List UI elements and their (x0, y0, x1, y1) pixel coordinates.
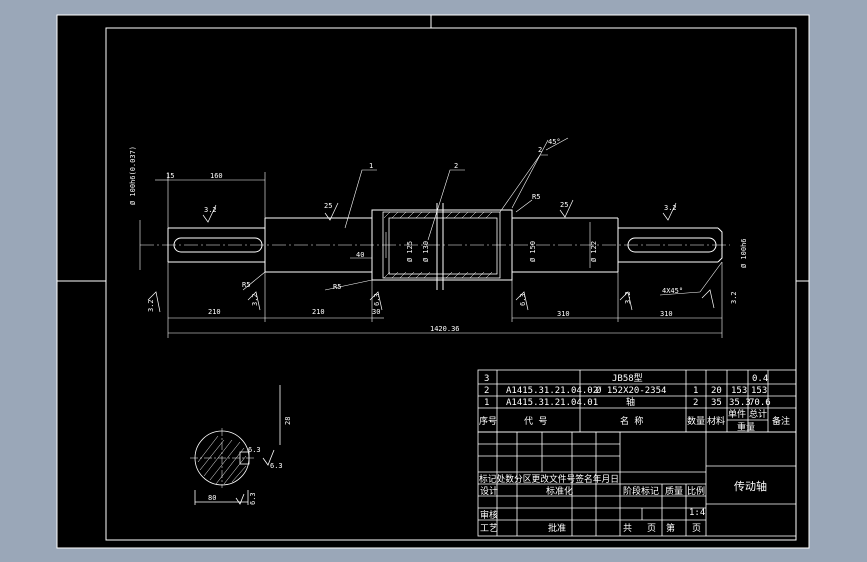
dim-chamfer-right: 4X45° (662, 287, 683, 295)
tb-stage-mark: 阶段标记 (623, 485, 659, 497)
dim-40: 40 (356, 251, 364, 259)
sec-dim-keyway: 6.3 (248, 446, 261, 454)
row1-name: 轴 (626, 396, 635, 408)
row2-no: 2 (484, 386, 489, 396)
tb-total-sheets: 共 (623, 523, 632, 534)
tb-approve: 批准 (548, 522, 566, 534)
tb-scale-val: 1:4 (689, 508, 705, 518)
dim-seg-30: 30 (372, 308, 380, 316)
row3-w2: 0.4 (752, 374, 768, 384)
tb-standard: 标准化 (546, 485, 573, 497)
tb-title: 传动轴 (734, 479, 767, 493)
tb-design: 设计 (480, 485, 498, 497)
dim-dia-130: Ø 130 (422, 241, 430, 262)
tb-row-marks: 标记处数分区更改文件号签名年月日 (479, 473, 619, 485)
row3-name: JB58型 (612, 373, 643, 384)
section-hatch (197, 435, 247, 485)
dimension-texts: Ø 100h6(0.037) 15 160 3.2 25 25 3.2 Ø 12… (129, 138, 748, 333)
tb-page: 页 (692, 523, 701, 534)
dim-dia-100: Ø 100h6 (740, 238, 748, 268)
roughness-symbols (147, 199, 715, 313)
tb-sheet: 页 (647, 523, 656, 534)
row2-qty: 1 (693, 386, 698, 396)
rough-small-6: 3.2 (730, 291, 738, 304)
leader-2a: 2 (454, 162, 458, 170)
leader-1: 1 (369, 162, 373, 170)
title-block-text: 标记处数分区更改文件号签名年月日 设计 标准化 阶段标记 质量 比例 1:4 审… (479, 473, 767, 534)
row2-code: A1415.31.21.04.02 (506, 386, 598, 396)
row2-mat: 20 (711, 386, 722, 396)
tb-mass: 质量 (665, 485, 683, 497)
hdr-single: 单件 (728, 408, 746, 420)
leader-2b: 2 (538, 146, 542, 154)
dim-160: 160 (210, 172, 223, 180)
dim-r5-top: R5 (532, 193, 540, 201)
dim-15: 15 (166, 172, 174, 180)
title-block (477, 431, 797, 537)
dim-dia-150: Ø 150 (529, 241, 537, 262)
dim-rough-r: 25 (560, 201, 568, 209)
sec-dim-depth: 6.3 (270, 462, 283, 470)
hdr-code: 代 号 (524, 416, 547, 427)
dim-rough-mid: 25 (324, 202, 332, 210)
dim-seg-210a: 210 (208, 308, 221, 316)
shaft-outline (167, 203, 723, 290)
hdr-remark: 备注 (772, 415, 790, 427)
rough-small-5: 3.2 (624, 291, 632, 304)
sec-dim-right: 6.3 (249, 492, 257, 505)
section-view (190, 385, 281, 505)
row1-code: A1415.31.21.04.01 (506, 398, 598, 408)
dim-total: 1420.36 (430, 325, 460, 333)
dim-rough-right: 3.2 (664, 204, 677, 212)
dim-dia-125: Ø 125 (406, 241, 414, 262)
dim-seg-210b: 210 (312, 308, 325, 316)
rough-small-3: 6.3 (373, 293, 381, 306)
hdr-name: 名 称 (620, 415, 643, 427)
hdr-mat: 材料 (707, 415, 725, 427)
tb-check: 审核 (480, 509, 498, 521)
sheet-outer (56, 14, 810, 549)
hdr-total: 总计 (749, 408, 767, 420)
sec-dim-vertical: 28 (284, 417, 292, 425)
row1-qty: 2 (693, 398, 698, 408)
row1-no: 1 (484, 398, 489, 408)
row2-w1: 153 (731, 386, 747, 396)
parts-table (477, 369, 797, 433)
row1-w1: 35.3 (729, 398, 751, 408)
dim-d-end-left: Ø 100h6(0.037) (129, 146, 137, 205)
dimension-lines (139, 137, 723, 338)
dim-chamfer-top: 45° (548, 138, 561, 146)
rough-small-2: 3.2 (251, 293, 259, 306)
tb-process: 工艺 (480, 523, 498, 534)
hub-hatch (383, 211, 493, 279)
row2-w2: 153 (751, 386, 767, 396)
tb-page-no: 第 (666, 522, 675, 534)
section-texts: 6.3 6.3 80 6.3 28 (208, 417, 292, 505)
zone-ticks (57, 15, 809, 282)
dim-seg-310b: 310 (660, 310, 673, 318)
dim-r5-left: R5 (242, 281, 250, 289)
tb-scale: 比例 (687, 485, 705, 497)
row2-name: Ø 152X20-2354 (596, 385, 666, 396)
row3-no: 3 (484, 374, 489, 384)
hdr-qty: 数量 (687, 415, 705, 427)
row1-w2: 70.6 (749, 398, 771, 408)
parts-table-text: 3 JB58型 0.4 2 A1415.31.21.04.02 Ø 152X20… (479, 373, 790, 433)
hdr-weight: 重量 (737, 421, 755, 433)
dim-rough-left: 3.2 (204, 206, 217, 214)
dim-seg-310a: 310 (557, 310, 570, 318)
hdr-no: 序号 (479, 415, 497, 427)
sheet-inner-frame (105, 27, 797, 541)
dim-r5-mid: R5 (333, 283, 341, 291)
sec-dim-bottom: 80 (208, 494, 216, 502)
dim-dia-122: Ø 122 (590, 241, 598, 262)
rough-small-1: 3.2 (147, 299, 155, 312)
rough-small-4: 6.3 (519, 293, 527, 306)
row1-mat: 35 (711, 398, 722, 408)
